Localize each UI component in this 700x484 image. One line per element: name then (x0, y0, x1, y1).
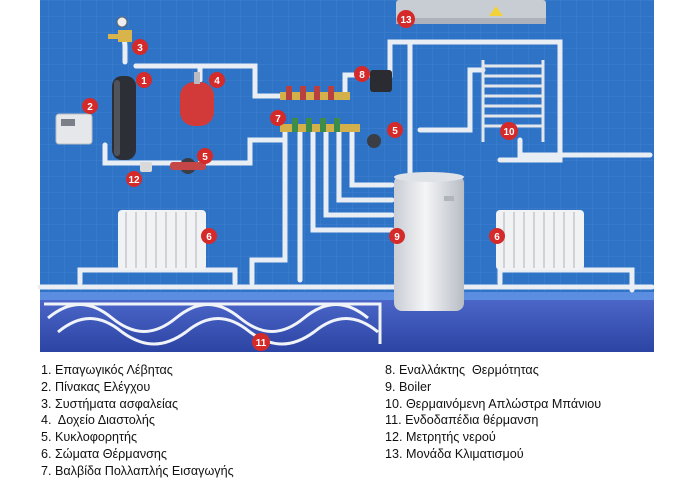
boiler-tank (394, 175, 464, 311)
svg-text:10: 10 (503, 127, 515, 138)
badge-1: 1 (136, 72, 152, 88)
heated-towel-rail (481, 60, 545, 142)
legend-item-2: 2. Πίνακας Ελέγχου (41, 379, 151, 394)
badge-12: 12 (126, 171, 142, 187)
svg-text:7: 7 (275, 114, 281, 125)
expansion-vessel (180, 82, 214, 126)
svg-text:13: 13 (400, 15, 412, 26)
svg-text:6: 6 (494, 232, 500, 243)
badge-5-main: 5 (197, 148, 213, 164)
legend-right-column: 8. Εναλλάκτης Θερμότητας 9. Boiler 10. Θ… (385, 362, 601, 463)
badge-5-boiler: 5 (387, 122, 403, 138)
radiator-right (496, 210, 584, 270)
badge-10: 10 (500, 122, 518, 140)
legend-item-6: 6. Σώματα Θέρμανσης (41, 446, 167, 461)
badge-3: 3 (132, 39, 148, 55)
svg-text:1: 1 (141, 76, 147, 87)
water-meter (140, 162, 152, 172)
legend-item-11: 11. Ενδοδαπέδια θέρμανση (385, 413, 539, 428)
control-panel (55, 113, 93, 145)
legend-item-8: 8. Εναλλάκτης Θερμότητας (385, 363, 539, 377)
svg-text:4: 4 (214, 76, 220, 87)
legend-item-13: 13. Μονάδα Κλιματισμού (385, 446, 524, 461)
svg-text:8: 8 (359, 70, 365, 81)
svg-text:2: 2 (87, 102, 93, 113)
floor (40, 300, 654, 352)
svg-text:5: 5 (392, 126, 398, 137)
legend-item-7: 7. Βαλβίδα Πολλαπλής Εισαγωγής (41, 463, 234, 478)
svg-text:9: 9 (394, 232, 400, 243)
legend-item-1: 1. Επαγωγικός Λέβητας (41, 363, 173, 377)
badge-11: 11 (252, 333, 270, 351)
legend-item-9: 9. Boiler (385, 379, 432, 394)
legend-item-5: 5. Κυκλοφορητής (41, 430, 138, 445)
badge-8: 8 (354, 66, 370, 82)
svg-text:11: 11 (256, 338, 267, 349)
radiator-left (118, 210, 206, 270)
badge-6-right: 6 (489, 228, 505, 244)
badge-13: 13 (397, 10, 415, 28)
legend-item-10: 10. Θερμαινόμενη Απλώστρα Μπάνιου (385, 396, 602, 411)
svg-text:5: 5 (202, 152, 208, 163)
legend-item-3: 3. Συστήματα ασφαλείας (41, 396, 179, 411)
safety-group (108, 16, 132, 42)
underfloor-heating-loops (44, 302, 382, 346)
pipes (37, 32, 655, 293)
manifold-valve (280, 86, 360, 132)
circulation-pump-boiler (367, 134, 381, 148)
badge-9: 9 (389, 228, 405, 244)
heating-system-diagram: 1 2 3 4 5 5 6 6 7 8 9 10 11 12 13 (37, 0, 655, 352)
svg-text:3: 3 (137, 43, 143, 54)
legend-item-12: 12. Μετρητής νερού (385, 430, 496, 445)
svg-text:6: 6 (206, 232, 212, 243)
legend-item-4: 4. Δοχείο Διαστολής (41, 413, 155, 428)
badge-7: 7 (270, 110, 286, 126)
svg-text:12: 12 (128, 175, 140, 186)
badge-6-left: 6 (201, 228, 217, 244)
legend-left-column: 1. Επαγωγικός Λέβητας 2. Πίνακας Ελέγχου… (41, 362, 234, 480)
badge-4: 4 (209, 72, 225, 88)
heat-exchanger (370, 70, 392, 92)
badge-2: 2 (82, 98, 98, 114)
